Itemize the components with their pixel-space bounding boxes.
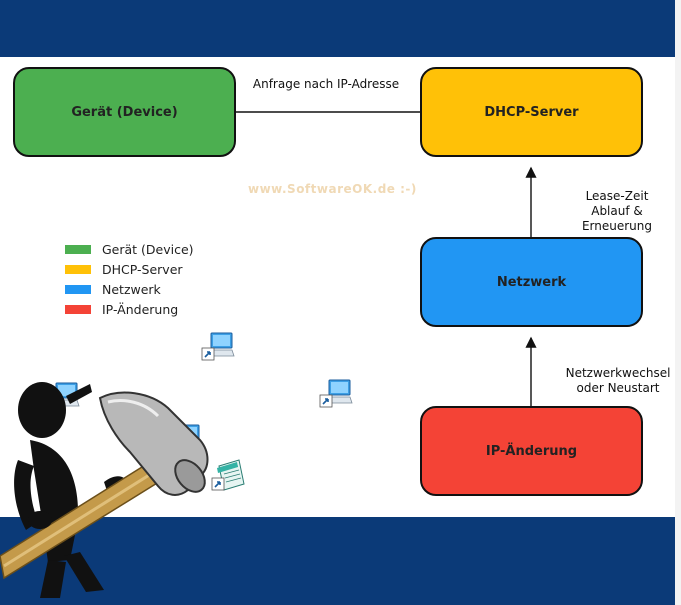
legend-item: IP-Änderung [65, 299, 194, 319]
legend-item: DHCP-Server [65, 259, 194, 279]
edge-lease-line3: Erneuerung [581, 219, 653, 233]
edge-lease-line1: Lease-Zeit [585, 189, 649, 203]
legend-swatch-green [65, 244, 91, 254]
computer-shortcut-icon[interactable] [201, 331, 235, 363]
edge-change-line1: Netzwerkwechsel [565, 366, 671, 380]
edge-change-line2: oder Neustart [576, 381, 660, 395]
top-band [0, 0, 681, 57]
legend-label: Netzwerk [102, 281, 161, 297]
legend-item: Gerät (Device) [65, 239, 194, 259]
edge-change-label: Netzwerkwechsel oder Neustart [559, 366, 677, 396]
legend: Gerät (Device) DHCP-Server Netzwerk IP-Ä… [65, 239, 194, 319]
legend-swatch-red [65, 304, 91, 314]
legend-swatch-blue [65, 284, 91, 294]
edge-lease-label: Lease-Zeit Ablauf & Erneuerung [570, 189, 664, 234]
legend-label: DHCP-Server [102, 261, 183, 277]
computer-shortcut-icon[interactable] [319, 378, 353, 410]
edge-lease-line2: Ablauf & [591, 204, 643, 218]
node-dhcp-server: DHCP-Server [420, 67, 643, 157]
node-network: Netzwerk [420, 237, 643, 327]
node-device: Gerät (Device) [13, 67, 236, 157]
legend-item: Netzwerk [65, 279, 194, 299]
legend-label: IP-Änderung [102, 301, 179, 317]
node-ip-change: IP-Änderung [420, 406, 643, 496]
edge-request-label: Anfrage nach IP-Adresse [252, 77, 400, 91]
bottom-band [0, 517, 681, 605]
watermark-text: www.SoftwareOK.de :-) [248, 182, 417, 196]
legend-label: Gerät (Device) [102, 241, 194, 257]
notepad-shortcut-icon[interactable] [211, 458, 247, 492]
right-edge [675, 0, 681, 605]
legend-swatch-yellow [65, 264, 91, 274]
